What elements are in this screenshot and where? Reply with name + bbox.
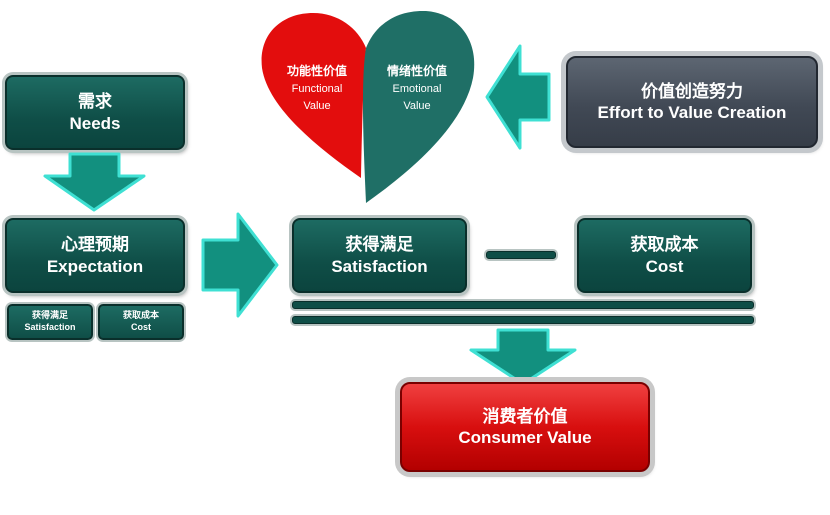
consumer-value-zh: 消费者价值 — [482, 406, 568, 426]
needs-en: Needs — [69, 113, 121, 133]
small-satisfaction-en: Satisfaction — [24, 322, 76, 332]
minus-sign — [486, 251, 556, 259]
satisfaction-box: 获得满足 Satisfaction — [292, 218, 467, 293]
small-cost-zh: 获取成本 — [122, 310, 159, 321]
equals-bar-top — [292, 301, 754, 309]
functional-en-1: Functional — [291, 82, 343, 95]
satisfaction-zh: 获得满足 — [345, 235, 414, 255]
equals-bar-bottom — [292, 316, 754, 324]
cost-box: 获取成本 Cost — [577, 218, 752, 293]
expectation-en: Expectation — [46, 256, 144, 276]
needs-box: 需求 Needs — [5, 75, 185, 150]
emotional-en-1: Emotional — [392, 82, 442, 95]
heart-functional-label: 功能性价值 Functional Value — [262, 62, 372, 115]
effort-en: Effort to Value Creation — [597, 103, 787, 122]
value-heart — [261, 10, 475, 203]
heart-right-half-emotional — [362, 10, 475, 203]
effort-zh: 价值创造努力 — [641, 81, 743, 101]
down-arrow-needs-to-expectation — [43, 152, 146, 212]
cost-en: Cost — [645, 256, 684, 276]
small-cost-en: Cost — [131, 322, 151, 332]
small-satisfaction-box: 获得满足 Satisfaction — [7, 304, 93, 340]
emotional-en-2: Value — [403, 99, 431, 112]
consumer-value-box: 消费者价值 Consumer Value — [400, 382, 650, 472]
down-arrow-to-consumer-value — [469, 328, 577, 386]
satisfaction-en: Satisfaction — [331, 256, 428, 276]
functional-zh: 功能性价值 — [286, 64, 347, 78]
small-cost-box: 获取成本 Cost — [98, 304, 184, 340]
functional-en-2: Value — [303, 99, 331, 112]
consumer-value-en: Consumer Value — [458, 428, 592, 447]
cost-zh: 获取成本 — [630, 235, 699, 255]
heart-left-half-functional — [261, 13, 366, 178]
needs-zh: 需求 — [78, 92, 112, 112]
right-arrow-expectation-to-satisfaction — [201, 212, 279, 318]
expectation-zh: 心理预期 — [61, 235, 129, 255]
left-arrow-effort-to-heart — [485, 44, 551, 150]
expectation-box: 心理预期 Expectation — [5, 218, 185, 293]
effort-box: 价值创造努力 Effort to Value Creation — [566, 56, 818, 148]
heart-emotional-label: 情绪性价值 Emotional Value — [362, 62, 472, 115]
emotional-zh: 情绪性价值 — [386, 64, 447, 78]
small-satisfaction-zh: 获得满足 — [31, 310, 68, 321]
